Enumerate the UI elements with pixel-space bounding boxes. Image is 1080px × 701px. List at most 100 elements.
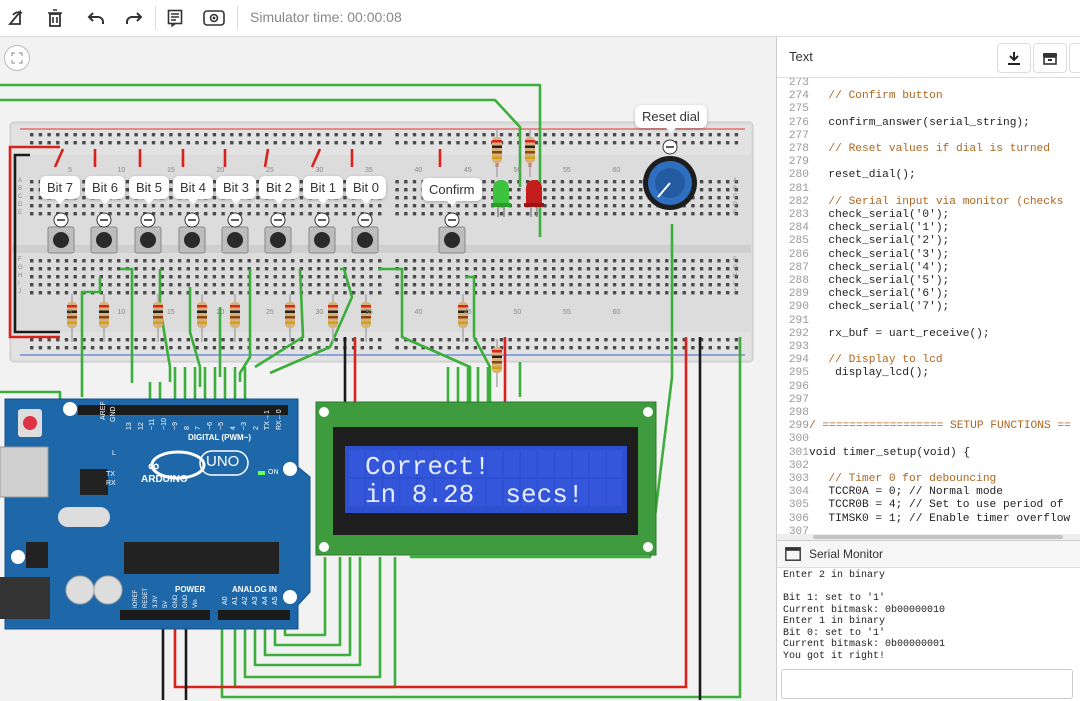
rotate-icon bbox=[8, 9, 28, 27]
lcd-line-1: Correct! bbox=[365, 452, 490, 482]
line-number: 295 bbox=[777, 367, 809, 380]
breadboard-col-top-35: 35 bbox=[365, 167, 373, 174]
arduino-digital-pin-9: 4 bbox=[230, 426, 237, 430]
breadboard-col-top-10: 10 bbox=[118, 167, 126, 174]
fit-view-button[interactable] bbox=[4, 45, 30, 71]
line-number: 273 bbox=[777, 78, 809, 90]
code-text: // Serial input via monitor (checks bbox=[815, 196, 1063, 209]
callout-confirm[interactable]: Confirm bbox=[422, 178, 482, 201]
arduino-power-pin-4: GND bbox=[173, 595, 179, 608]
callout-bit-4[interactable]: Bit 4 bbox=[173, 176, 213, 199]
more-button[interactable] bbox=[1069, 43, 1080, 73]
breadboard-row-right-I: I bbox=[733, 281, 735, 287]
line-number: 290 bbox=[777, 301, 809, 314]
breadboard bbox=[10, 122, 753, 362]
code-text-area[interactable]: 273274 // Confirm button275276 confirm_a… bbox=[777, 78, 1080, 534]
undo-button[interactable] bbox=[82, 4, 110, 32]
breadboard-col-bottom-50: 50 bbox=[514, 309, 522, 316]
breadboard-row-left-A: A bbox=[18, 178, 22, 184]
breadboard-row-right-D: D bbox=[733, 202, 737, 208]
arduino-analog-pin-5: A5 bbox=[272, 596, 279, 605]
code-text: reset_dial(); bbox=[815, 169, 916, 182]
undo-icon bbox=[87, 11, 105, 25]
callout-reset-dial[interactable]: Reset dial bbox=[635, 105, 707, 128]
serial-line: Bit 0: set to '1' bbox=[783, 628, 945, 640]
code-text: / ================== SETUP FUNCTIONS == bbox=[809, 420, 1071, 433]
toolbar: Simulator time: 00:00:08 bbox=[0, 0, 1080, 37]
arduino-led-rx: RX bbox=[106, 480, 116, 487]
callout-bit-0[interactable]: Bit 0 bbox=[346, 176, 386, 199]
breadboard-col-bottom-45: 45 bbox=[464, 309, 472, 316]
breadboard-col-top-50: 50 bbox=[514, 167, 522, 174]
line-number: 281 bbox=[777, 183, 809, 196]
code-text: check_serial('0'); bbox=[815, 209, 949, 222]
line-number: 287 bbox=[777, 262, 809, 275]
code-text: check_serial('3'); bbox=[815, 249, 949, 262]
arduino-power-label: POWER bbox=[175, 585, 205, 594]
svg-text:∞: ∞ bbox=[148, 458, 159, 475]
code-text: TCCR0B = 4; // Set to use period of bbox=[815, 499, 1063, 512]
serial-line: Enter 2 in binary bbox=[783, 570, 945, 582]
arduino-digital-pin-7: ~6 bbox=[207, 422, 214, 430]
breadboard-row-right-C: C bbox=[733, 194, 737, 200]
breadboard-row-right-E: E bbox=[733, 210, 737, 216]
delete-button[interactable] bbox=[41, 4, 69, 32]
serial-line: You got it right! bbox=[783, 651, 945, 663]
breadboard-col-top-30: 30 bbox=[316, 167, 324, 174]
terminal-icon bbox=[785, 547, 801, 561]
redo-button[interactable] bbox=[120, 4, 148, 32]
breadboard-row-left-D: D bbox=[18, 202, 22, 208]
code-editor-panel: Text 273274 // Confirm button275276 conf… bbox=[776, 37, 1080, 540]
arduino-analog-pin-2: A2 bbox=[242, 596, 249, 605]
trash-icon bbox=[47, 9, 63, 27]
breadboard-col-bottom-5: 5 bbox=[68, 309, 72, 316]
callout-bit-6[interactable]: Bit 6 bbox=[85, 176, 125, 199]
libraries-button[interactable] bbox=[1033, 43, 1067, 73]
visibility-button[interactable] bbox=[200, 4, 228, 32]
code-text: rx_buf = uart_receive(); bbox=[815, 328, 990, 341]
code-text: // Reset values if dial is turned bbox=[815, 143, 1050, 156]
arduino-digital-pin-3: ~10 bbox=[161, 418, 168, 430]
arduino-digital-label: DIGITAL (PWM~) bbox=[188, 433, 251, 442]
archive-icon bbox=[1042, 51, 1058, 65]
line-number: 291 bbox=[777, 315, 809, 328]
breadboard-col-top-55: 55 bbox=[563, 167, 571, 174]
line-number: 303 bbox=[777, 473, 809, 486]
notes-button[interactable] bbox=[161, 4, 189, 32]
callout-bit-3[interactable]: Bit 3 bbox=[216, 176, 256, 199]
serial-monitor-header: Serial Monitor bbox=[777, 541, 1080, 568]
arduino-power-pin-2: 3.3V bbox=[153, 596, 159, 608]
serial-line bbox=[783, 582, 945, 594]
serial-output: Enter 2 in binaryBit 1: set to '1'Curren… bbox=[783, 570, 945, 662]
callout-bit-5[interactable]: Bit 5 bbox=[129, 176, 169, 199]
breadboard-row-left-C: C bbox=[18, 194, 22, 200]
circuit-canvas[interactable]: ∞ Bit 7 Bit 6 Bit 5 Bit 4 Bit 3 Bit 2 Bi… bbox=[0, 37, 776, 700]
line-number: 285 bbox=[777, 235, 809, 248]
breadboard-col-bottom-25: 25 bbox=[266, 309, 274, 316]
breadboard-col-top-20: 20 bbox=[217, 167, 225, 174]
rotate-button[interactable] bbox=[4, 4, 32, 32]
arduino-gnd-label: GND bbox=[110, 406, 117, 422]
callout-bit-2[interactable]: Bit 2 bbox=[259, 176, 299, 199]
line-number: 293 bbox=[777, 341, 809, 354]
serial-monitor-panel: Serial Monitor Enter 2 in binaryBit 1: s… bbox=[776, 540, 1080, 701]
callout-bit-1[interactable]: Bit 1 bbox=[303, 176, 343, 199]
breadboard-row-right-B: B bbox=[733, 186, 737, 192]
circuit-drawing: ∞ bbox=[0, 37, 776, 700]
breadboard-col-top-25: 25 bbox=[266, 167, 274, 174]
callout-bit-7[interactable]: Bit 7 bbox=[40, 176, 80, 199]
arduino-uno-board: ∞ bbox=[0, 399, 310, 629]
arduino-digital-pin-13: RX←0 bbox=[276, 409, 283, 430]
line-number: 278 bbox=[777, 143, 809, 156]
serial-line: Bit 1: set to '1' bbox=[783, 593, 945, 605]
serial-input-field[interactable] bbox=[781, 669, 1073, 699]
line-number: 305 bbox=[777, 499, 809, 512]
breadboard-col-bottom-30: 30 bbox=[316, 309, 324, 316]
line-number: 292 bbox=[777, 328, 809, 341]
breadboard-row-right-H: H bbox=[733, 273, 737, 279]
arduino-digital-pin-10: ~3 bbox=[241, 422, 248, 430]
code-mode-selector[interactable]: Text bbox=[789, 49, 813, 64]
line-number: 283 bbox=[777, 209, 809, 222]
download-button[interactable] bbox=[997, 43, 1031, 73]
arduino-digital-pin-5: 8 bbox=[184, 426, 191, 430]
